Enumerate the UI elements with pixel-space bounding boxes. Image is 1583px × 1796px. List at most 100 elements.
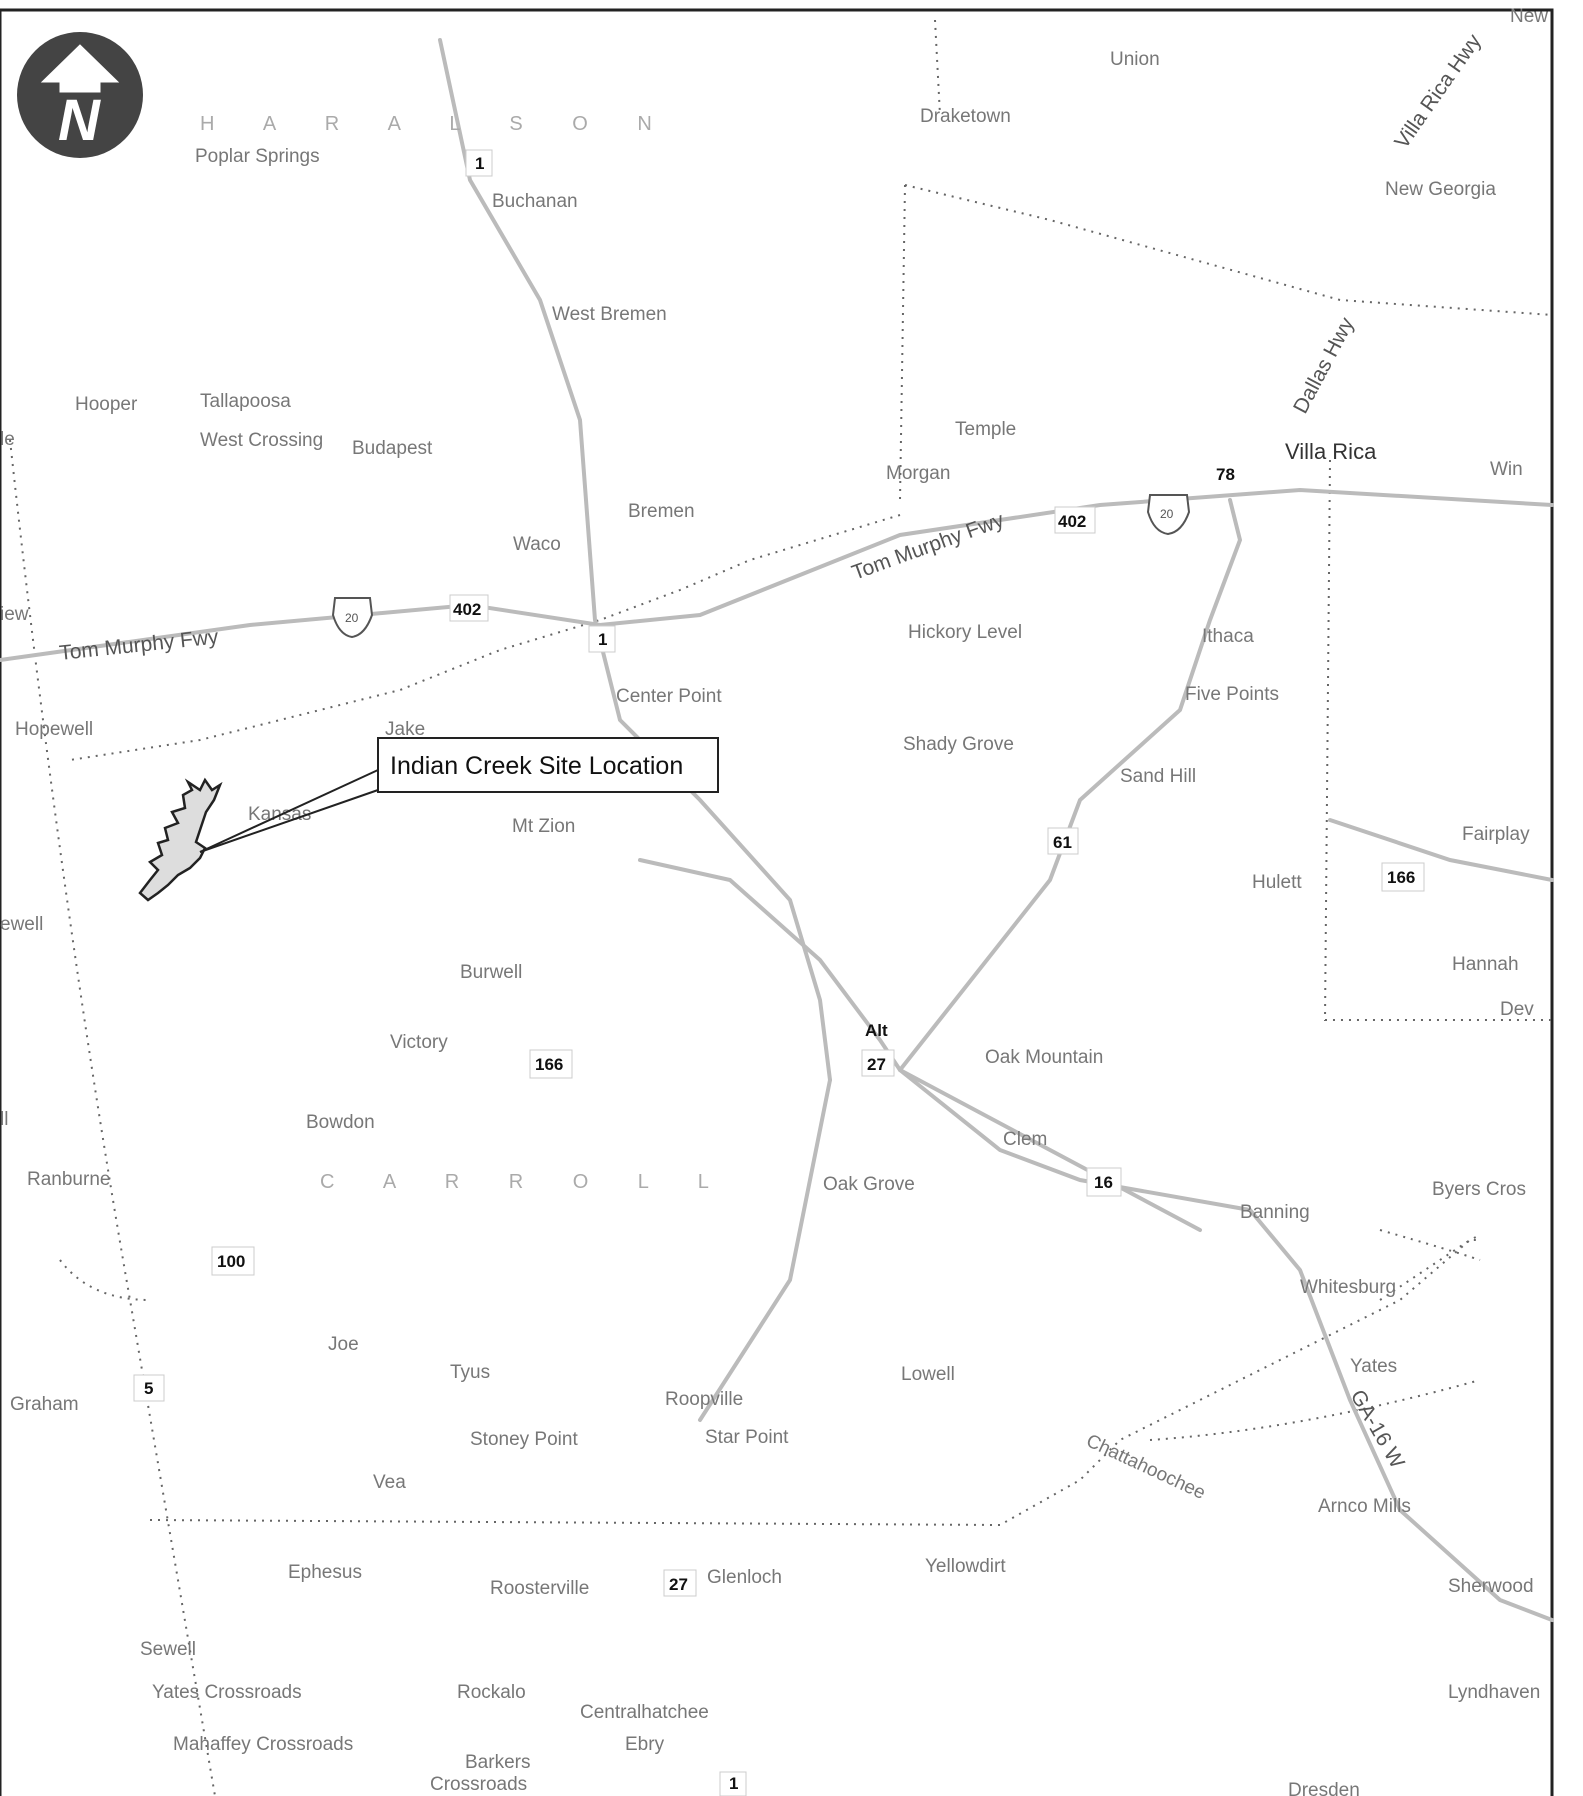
roads <box>0 38 1554 1622</box>
place-center-point: Center Point <box>616 686 722 707</box>
place-win: Win <box>1490 459 1523 480</box>
site-lake-shape <box>138 777 223 902</box>
place-hopewell: Hopewell <box>15 719 93 740</box>
svg-text:27: 27 <box>669 1575 688 1594</box>
boundaries <box>9 19 1553 1796</box>
place-buchanan: Buchanan <box>492 191 578 212</box>
place-dev: Dev <box>1500 999 1534 1020</box>
place-yates: Yates <box>1350 1356 1397 1377</box>
place-bowdon: Bowdon <box>306 1112 375 1133</box>
place-morgan: Morgan <box>886 463 950 484</box>
svg-text:100: 100 <box>217 1252 245 1271</box>
svg-text:5: 5 <box>144 1379 153 1398</box>
map-frame <box>0 8 1554 1796</box>
place-ephesus: Ephesus <box>288 1562 362 1583</box>
place-vea: Vea <box>373 1472 406 1493</box>
place-west-crossing: West Crossing <box>200 430 323 451</box>
place-new: New <box>1510 6 1548 27</box>
place-five-points: Five Points <box>1185 684 1279 705</box>
place-clem: Clem <box>1003 1129 1047 1150</box>
place-lowell: Lowell <box>901 1364 955 1385</box>
place-labels: Union Draketown New Georgia Poplar Sprin… <box>0 6 1548 1796</box>
place-mahaffey: Mahaffey Crossroads <box>173 1734 353 1755</box>
place-roopville: Roopville <box>665 1389 743 1410</box>
place-burwell: Burwell <box>460 962 522 983</box>
place-sand-hill: Sand Hill <box>1120 766 1196 787</box>
place-union: Union <box>1110 49 1160 70</box>
place-oak-grove: Oak Grove <box>823 1174 915 1195</box>
callout-label: Indian Creek Site Location <box>390 752 683 780</box>
place-centralhatchee: Centralhatchee <box>580 1702 709 1723</box>
svg-text:20: 20 <box>345 611 359 625</box>
i20-shield-west: 20 <box>331 597 374 639</box>
place-bremen: Bremen <box>628 501 695 522</box>
svg-text:402: 402 <box>1058 512 1086 531</box>
place-villa-rica: Villa Rica <box>1285 439 1377 464</box>
place-iew: iew <box>0 604 29 625</box>
place-roosterville: Roosterville <box>490 1578 589 1599</box>
place-oak-mountain: Oak Mountain <box>985 1047 1103 1068</box>
svg-text:16: 16 <box>1094 1173 1113 1192</box>
place-hickory-level: Hickory Level <box>908 622 1022 643</box>
place-new-georgia: New Georgia <box>1385 179 1496 200</box>
place-west-bremen: West Bremen <box>552 304 667 325</box>
svg-text:1: 1 <box>475 154 484 173</box>
place-tallapoosa: Tallapoosa <box>200 391 291 412</box>
place-yellowdirt: Yellowdirt <box>925 1556 1006 1577</box>
north-letter: N <box>58 88 101 153</box>
place-yates-crossroads: Yates Crossroads <box>152 1682 302 1703</box>
place-sewell: Sewell <box>140 1639 196 1660</box>
county-haralson: H A R A L S O N <box>200 113 674 135</box>
site-callout: Indian Creek Site Location <box>199 737 719 853</box>
north-arrow-icon: N <box>17 32 143 158</box>
place-sherwood: Sherwood <box>1448 1576 1534 1597</box>
place-ranburne: Ranburne <box>27 1169 110 1190</box>
place-whitesburg: Whitesburg <box>1300 1277 1396 1298</box>
svg-text:166: 166 <box>535 1055 563 1074</box>
place-budapest: Budapest <box>352 438 433 459</box>
place-byers-cros: Byers Cros <box>1432 1179 1526 1200</box>
place-fairplay: Fairplay <box>1462 824 1530 845</box>
svg-text:61: 61 <box>1053 833 1072 852</box>
route-78: 78 <box>1216 465 1235 484</box>
place-banning: Banning <box>1240 1202 1310 1223</box>
place-arnco-mills: Arnco Mills <box>1318 1496 1411 1517</box>
place-hopewell-w: ewell <box>0 914 43 935</box>
place-hooper: Hooper <box>75 394 138 415</box>
svg-text:27: 27 <box>867 1055 886 1074</box>
place-mt-zion: Mt Zion <box>512 816 575 837</box>
place-waco: Waco <box>513 534 561 555</box>
place-joe: Joe <box>328 1334 359 1355</box>
place-ll: ll <box>0 1109 8 1130</box>
place-tyus: Tyus <box>450 1362 490 1383</box>
place-barkers: Barkers <box>465 1752 530 1773</box>
i20-shield-east: 20 <box>1146 494 1191 536</box>
place-poplar-springs: Poplar Springs <box>195 146 320 167</box>
svg-text:402: 402 <box>453 600 481 619</box>
route-shields: 402 402 1 1 1 78 61 166 166 Alt 27 27 16… <box>133 149 1425 1796</box>
place-ithaca: Ithaca <box>1202 626 1254 647</box>
svg-text:20: 20 <box>1160 507 1174 521</box>
place-temple: Temple <box>955 419 1016 440</box>
place-shady-grove: Shady Grove <box>903 734 1014 755</box>
route-alt: Alt <box>865 1021 888 1040</box>
i20-road <box>0 487 1554 662</box>
place-graham: Graham <box>10 1394 79 1415</box>
svg-text:1: 1 <box>729 1774 738 1793</box>
place-jake: Jake <box>385 719 425 740</box>
svg-text:1: 1 <box>598 630 607 649</box>
place-ebry: Ebry <box>625 1734 665 1755</box>
county-carroll: C A R R O L L <box>320 1171 731 1193</box>
place-victory: Victory <box>390 1032 448 1053</box>
place-dresden: Dresden <box>1288 1780 1360 1796</box>
place-hannah: Hannah <box>1452 954 1519 975</box>
place-star-point: Star Point <box>705 1427 789 1448</box>
place-draketown: Draketown <box>920 106 1011 127</box>
place-le: le <box>0 429 15 450</box>
place-hulett: Hulett <box>1252 872 1302 893</box>
place-crossroads: Crossroads <box>430 1774 527 1795</box>
place-lyndhaven: Lyndhaven <box>1448 1682 1540 1703</box>
place-stoney-point: Stoney Point <box>470 1429 578 1450</box>
svg-text:166: 166 <box>1387 868 1415 887</box>
